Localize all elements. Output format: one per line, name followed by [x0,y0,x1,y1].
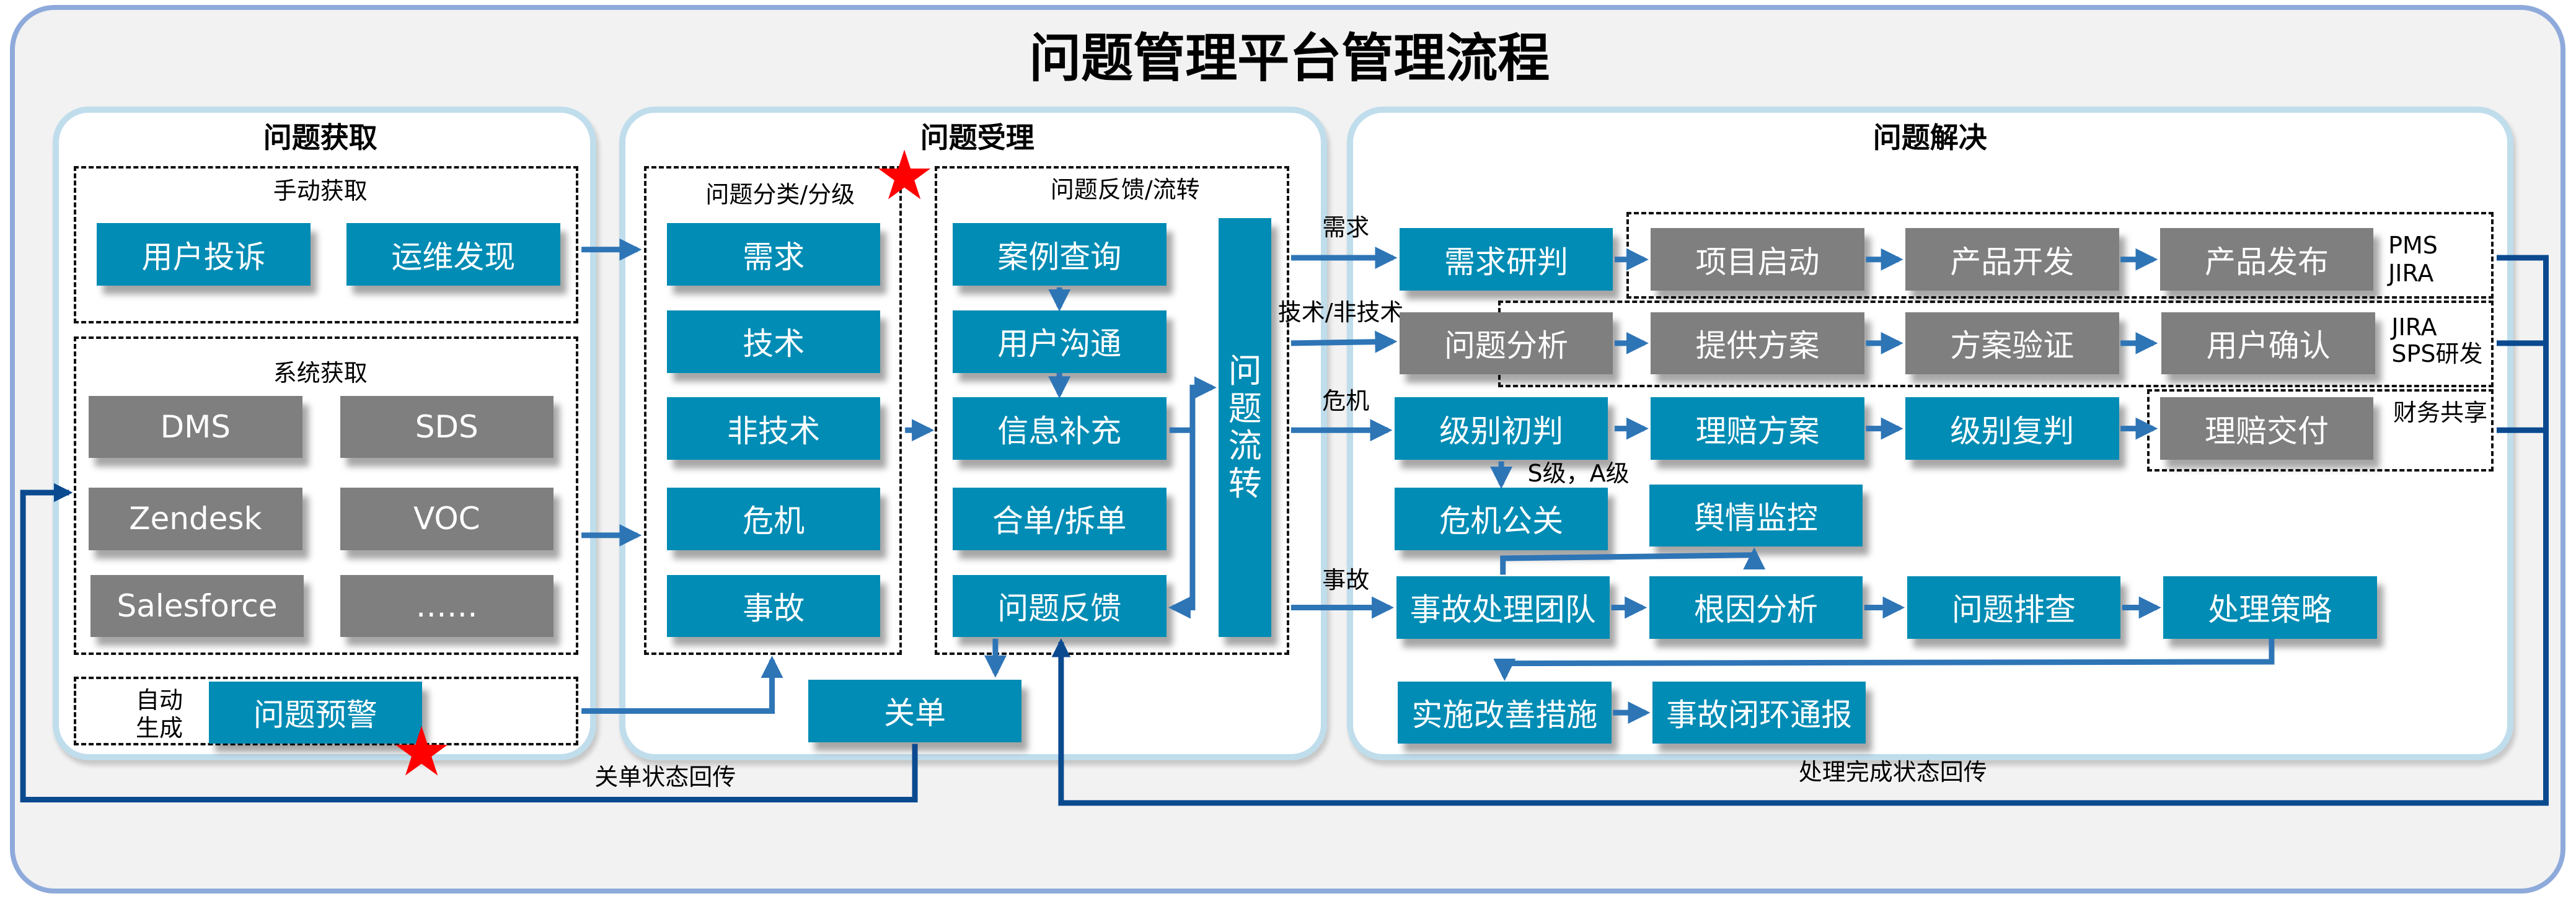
system-label-finance: 财务共享 [2393,398,2488,426]
system-label-jira: JIRA [2391,314,2437,341]
page-title: 问题管理平台管理流程 [1029,27,1550,89]
label-crisis-level: S级，A级 [1527,460,1630,487]
step-issue-analysis[interactable]: 问题分析 [1399,312,1613,375]
arrow-route-tech [1290,330,1398,353]
category-crisis[interactable]: 危机 [666,488,881,550]
label-feedback: 问题反馈/流转 [1050,175,1200,203]
step-incident-closure-report[interactable]: 事故闭环通报 [1652,681,1866,744]
step-info-supplement[interactable]: 信息补充 [953,397,1167,460]
category-demand[interactable]: 需求 [666,223,881,286]
group-auto-generate [74,676,578,746]
step-case-lookup[interactable]: 案例查询 [953,223,1167,286]
step-claim-plan[interactable]: 理赔方案 [1651,397,1864,460]
system-label-sps: SPS研发 [2391,340,2483,367]
group-system-acquire [74,336,578,656]
system-sds[interactable]: SDS [340,395,554,459]
step-demand-review[interactable]: 需求研判 [1399,228,1613,291]
route-label-crisis: 危机 [1322,387,1370,415]
system-label-pms: PMS [2388,231,2438,259]
flow-char: 问 [1228,351,1262,391]
system-voc[interactable]: VOC [340,488,554,550]
group-classify [643,165,902,656]
label-done-status-return: 处理完成状态回传 [1798,758,1987,786]
step-issue-alert[interactable]: 问题预警 [208,681,423,744]
step-merge-split[interactable]: 合单/拆单 [953,488,1167,550]
panel-resolve-title: 问题解决 [1872,120,1987,154]
flow-char: 题 [1228,389,1262,428]
step-ops-discovery[interactable]: 运维发现 [346,223,560,286]
group-manual-acquire [74,165,578,324]
label-classify: 问题分类/分级 [705,180,855,208]
system-dms[interactable]: DMS [89,395,302,459]
star-marker-icon: ★ [873,135,935,215]
step-incident-team[interactable]: 事故处理团队 [1396,576,1610,639]
flow-char: 转 [1228,463,1262,503]
step-close-ticket[interactable]: 关单 [808,680,1022,742]
step-root-cause[interactable]: 根因分析 [1649,576,1863,639]
step-crisis-pr[interactable]: 危机公关 [1394,488,1608,550]
label-system-acquire: 系统获取 [273,359,368,387]
step-project-kickoff[interactable]: 项目启动 [1651,228,1864,291]
step-troubleshoot[interactable]: 问题排查 [1907,576,2121,639]
step-strategy[interactable]: 处理策略 [2163,576,2377,639]
system-more[interactable]: …… [340,574,554,638]
system-label-jira: JIRA [2388,259,2434,287]
step-opinion-monitor[interactable]: 舆情监控 [1649,484,1863,547]
arrow-inc-to-monitor [1500,547,1766,575]
route-label-tech: 技术/非技术 [1277,299,1404,327]
step-level-review[interactable]: 级别复判 [1905,397,2119,460]
system-zendesk[interactable]: Zendesk [89,488,302,550]
panel-acquire-title: 问题获取 [263,120,377,154]
step-product-release[interactable]: 产品发布 [2159,228,2374,291]
group-feedback [934,165,1290,656]
step-product-dev[interactable]: 产品开发 [1905,228,2119,291]
label-manual-acquire: 手动获取 [273,177,368,205]
arrow-auto-to-classify [581,656,783,714]
star-marker-icon: ★ [390,712,452,792]
system-salesforce[interactable]: Salesforce [90,574,304,638]
category-non-technical[interactable]: 非技术 [666,397,881,460]
route-label-demand: 需求 [1322,213,1370,241]
step-implement-improvement[interactable]: 实施改善措施 [1398,681,1612,744]
arrow-info-to-flowbar [1169,376,1217,433]
arrow-flowbar-to-feedback [1168,430,1196,619]
label-auto-line1: 自动 [136,686,183,714]
bus-close-return [20,483,918,803]
category-technical[interactable]: 技术 [666,310,881,373]
step-provide-solution[interactable]: 提供方案 [1651,312,1864,375]
step-claim-delivery[interactable]: 理赔交付 [2159,397,2374,460]
arrow-strategy-to-improve [1493,638,2275,682]
step-user-confirm[interactable]: 用户确认 [2161,312,2375,375]
step-verify-solution[interactable]: 方案验证 [1905,312,2119,375]
step-issue-feedback[interactable]: 问题反馈 [953,574,1167,638]
category-incident[interactable]: 事故 [666,574,881,638]
step-user-complaint[interactable]: 用户投诉 [97,223,311,286]
bus-right [1051,255,2549,806]
label-close-status-return: 关单状态回传 [594,763,736,791]
step-issue-routing-bar[interactable]: 问 题 流 转 [1219,218,1272,638]
step-user-communication[interactable]: 用户沟通 [953,310,1167,373]
route-label-incident: 事故 [1322,566,1370,594]
flow-char: 流 [1228,426,1262,466]
label-auto-line2: 生成 [136,714,183,742]
step-level-initial[interactable]: 级别初判 [1394,397,1608,460]
panel-accept-title: 问题受理 [920,120,1034,154]
